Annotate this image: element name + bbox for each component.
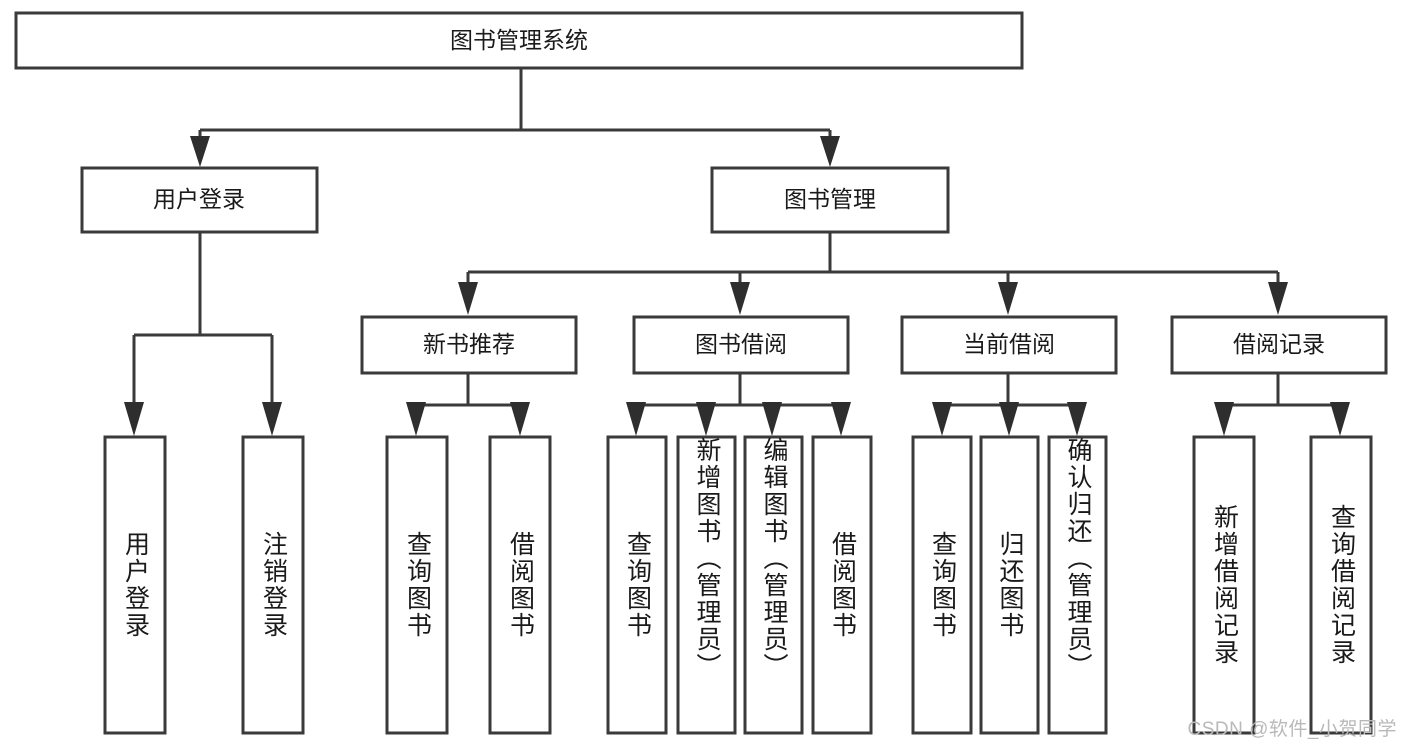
node-box-borrow-record[interactable] (1170, 315, 1388, 375)
arrow-leaf-logout (262, 402, 282, 436)
node-label-root: 图书管理系统 (450, 27, 588, 53)
arrow-new-book-recommend (458, 282, 478, 315)
node-box-leaf-edit-book[interactable] (743, 435, 804, 735)
edges-layer (124, 68, 1350, 436)
node-box-book-manage[interactable] (710, 166, 950, 234)
node-box-root[interactable] (14, 11, 1024, 70)
node-box-leaf-confirm-return[interactable] (1047, 435, 1108, 735)
arrow-book-manage (820, 136, 840, 167)
node-box-leaf-query-book-2[interactable] (606, 435, 668, 735)
arrow-leaf-query-book-2 (626, 402, 646, 436)
node-box-leaf-add-book[interactable] (676, 435, 737, 735)
arrow-current-borrow (998, 282, 1018, 315)
node-box-leaf-query-book-1[interactable] (385, 435, 449, 735)
node-box-leaf-return-book[interactable] (979, 435, 1040, 735)
node-label-borrow-record: 借阅记录 (1233, 331, 1325, 357)
node-label-current-borrow: 当前借阅 (963, 331, 1055, 357)
node-box-leaf-user-login[interactable] (103, 435, 167, 735)
arrow-leaf-edit-book (762, 402, 782, 436)
arrow-leaf-query-book-1 (406, 402, 426, 436)
node-label-user-login: 用户登录 (153, 186, 245, 212)
arrow-leaf-confirm-return (1067, 402, 1087, 436)
node-label-book-borrow: 图书借阅 (695, 331, 787, 357)
arrow-borrow-record (1268, 282, 1288, 315)
node-label-book-manage: 图书管理 (784, 186, 876, 212)
arrow-book-borrow (730, 282, 750, 315)
node-box-new-book-recommend[interactable] (360, 315, 578, 375)
node-box-leaf-query-book-3[interactable] (911, 435, 973, 735)
node-box-leaf-borrow-book-2[interactable] (811, 435, 873, 735)
node-box-user-login[interactable] (80, 166, 319, 234)
arrow-leaf-add-book (696, 402, 716, 436)
arrow-leaf-borrow-book-1 (510, 402, 530, 436)
node-box-current-borrow[interactable] (900, 315, 1118, 375)
arrow-leaf-return-book (999, 402, 1019, 436)
watermark-text: CSDN @软件_小贺同学 (1187, 719, 1397, 740)
node-box-leaf-borrow-book-1[interactable] (488, 435, 552, 735)
node-label-new-book-recommend: 新书推荐 (423, 331, 515, 357)
node-box-leaf-add-record[interactable] (1192, 435, 1256, 735)
arrow-leaf-borrow-book-2 (831, 402, 851, 436)
nodes-layer (14, 11, 1388, 735)
node-box-leaf-logout[interactable] (241, 435, 305, 735)
node-box-book-borrow[interactable] (632, 315, 850, 375)
arrow-leaf-user-login (124, 402, 144, 436)
arrow-leaf-query-record (1330, 402, 1350, 436)
node-box-leaf-query-record[interactable] (1309, 435, 1373, 735)
arrow-user-login (190, 136, 210, 167)
arrow-leaf-add-record (1214, 402, 1234, 436)
horizontal-labels-layer: 图书管理系统 用户登录 图书管理 新书推荐 图书借阅 当前借阅 借阅记录 (153, 27, 1325, 357)
arrow-leaf-query-book-3 (932, 402, 952, 436)
